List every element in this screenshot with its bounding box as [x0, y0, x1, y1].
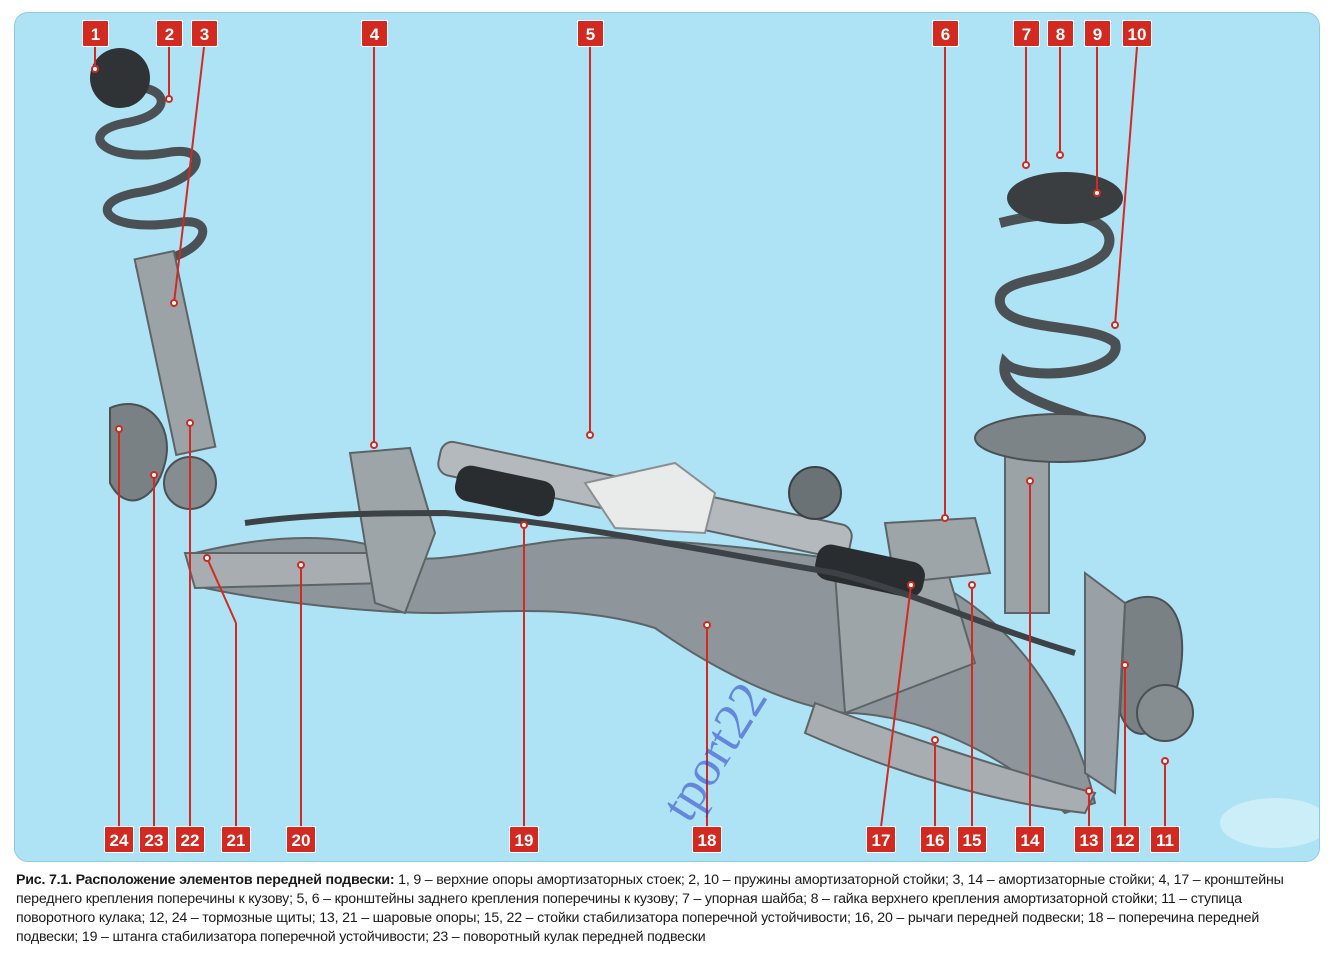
right-top-mount — [1007, 172, 1123, 224]
left-brake-shield — [109, 403, 168, 502]
callout-7: 7 — [1013, 20, 1040, 47]
callout-2: 2 — [156, 20, 183, 47]
callout-13: 13 — [1074, 826, 1104, 853]
callout-3: 3 — [191, 20, 218, 47]
suspension-illustration — [90, 48, 1319, 848]
left-top-mount — [90, 48, 150, 108]
callout-4: 4 — [361, 20, 388, 47]
suspension-figure: 1 2 3 4 5 6 7 8 9 10 11 12 13 14 15 16 1… — [14, 12, 1320, 862]
callout-21: 21 — [221, 826, 251, 853]
right-spring — [994, 210, 1121, 437]
left-spring — [95, 83, 208, 268]
figure-caption: Рис. 7.1. Расположение элементов передне… — [16, 871, 1316, 947]
callout-11: 11 — [1150, 826, 1180, 853]
left-strut-body — [133, 249, 217, 457]
left-front-bracket — [348, 446, 437, 615]
steering-pinion — [788, 466, 842, 520]
callout-24: 24 — [104, 826, 134, 853]
steering-boot-right — [815, 544, 925, 598]
callout-23: 23 — [139, 826, 169, 853]
right-hub — [1136, 684, 1194, 742]
callout-15: 15 — [957, 826, 987, 853]
heat-shield — [583, 461, 717, 535]
callout-10: 10 — [1122, 20, 1152, 47]
callout-8: 8 — [1047, 20, 1074, 47]
caption-text: 1, 9 – верхние опоры амортизаторных стое… — [16, 872, 1284, 945]
right-strut-body — [1004, 452, 1050, 614]
callout-17: 17 — [866, 826, 896, 853]
callout-9: 9 — [1084, 20, 1111, 47]
callout-1: 1 — [82, 20, 109, 47]
background-glare — [1220, 798, 1319, 848]
stabilizer-bar — [244, 509, 1076, 656]
steering-boot-left — [454, 465, 556, 517]
right-spring-seat — [974, 413, 1146, 463]
right-knuckle — [1084, 571, 1127, 795]
callout-14: 14 — [1015, 826, 1045, 853]
left-lower-arm — [183, 552, 397, 590]
callout-12: 12 — [1110, 826, 1140, 853]
callout-20: 20 — [286, 826, 316, 853]
callout-22: 22 — [175, 826, 205, 853]
callout-16: 16 — [920, 826, 950, 853]
caption-title: Рис. 7.1. Расположение элементов передне… — [16, 872, 395, 888]
callout-18: 18 — [692, 826, 722, 853]
callout-19: 19 — [509, 826, 539, 853]
callout-6: 6 — [932, 20, 959, 47]
callout-5: 5 — [577, 20, 604, 47]
left-hub — [163, 456, 217, 510]
